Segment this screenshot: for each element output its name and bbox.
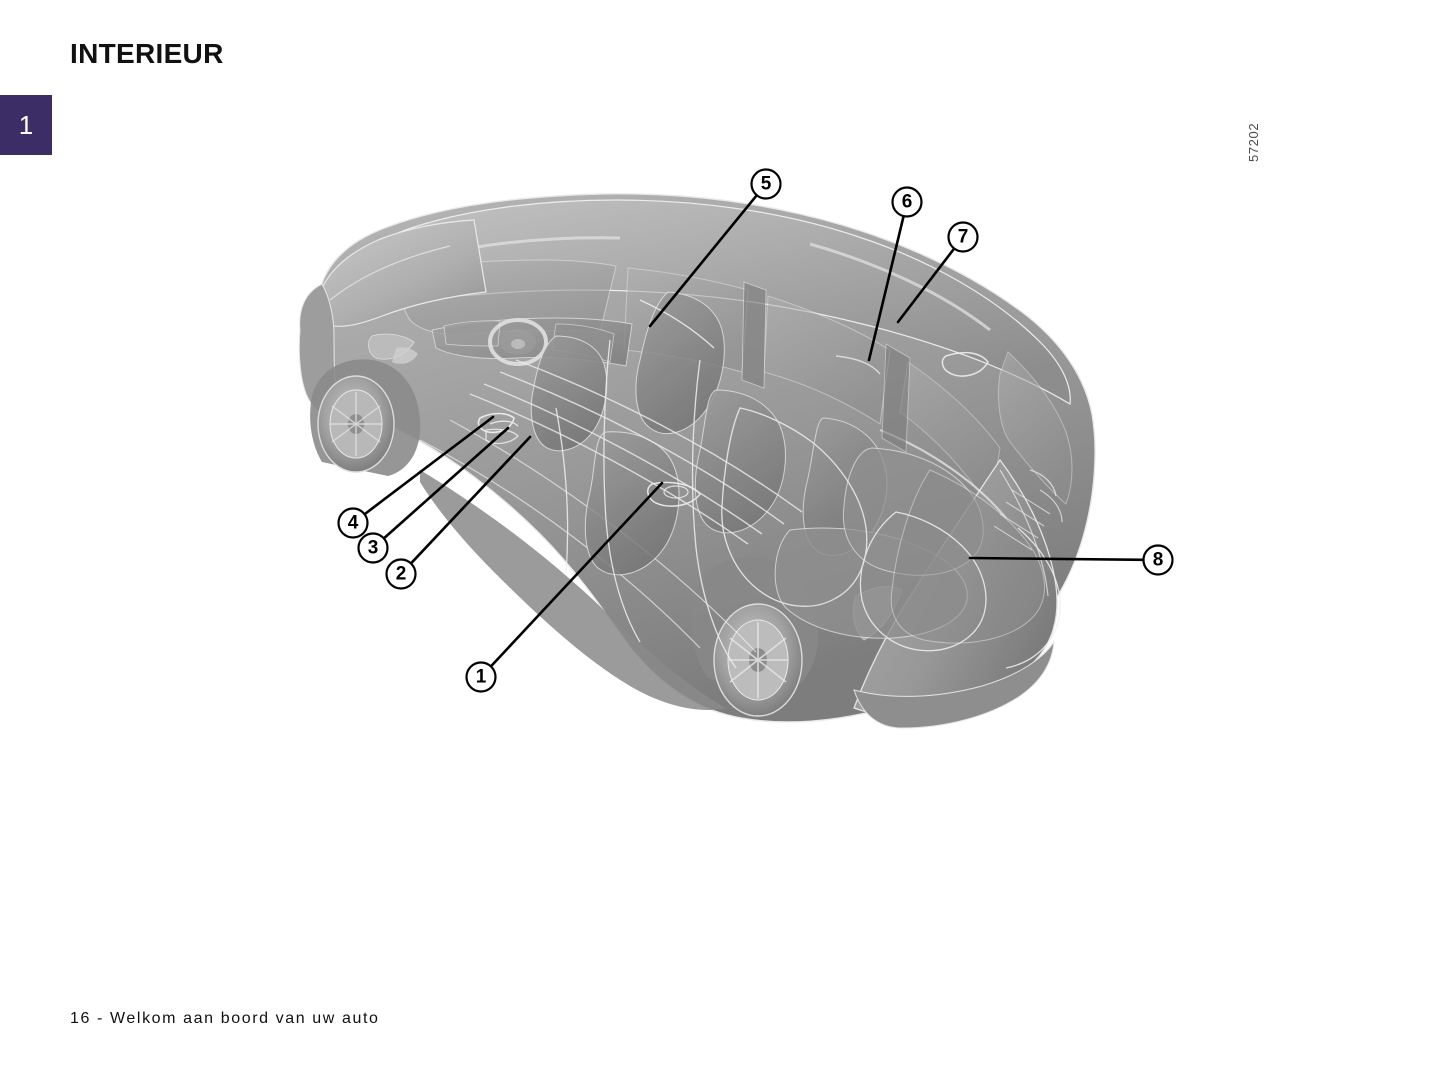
instrument-cluster (443, 320, 501, 347)
steering-wheel-inner (500, 329, 536, 355)
rear-seat-middle (694, 389, 786, 534)
boot-latch (1029, 469, 1057, 497)
bonnet (315, 219, 487, 327)
floor-hook-rear (647, 481, 701, 507)
floor-rails (469, 359, 803, 545)
storage-detail-1 (835, 355, 881, 375)
side-glass-rear (763, 295, 891, 425)
ghost-outlines (555, 299, 1061, 669)
front-wheel-arch (310, 359, 421, 476)
centre-console (551, 323, 615, 363)
dashboard (431, 317, 633, 367)
storage-detail-2 (1039, 489, 1063, 523)
front-wheel-rim (329, 389, 383, 459)
callout-marker-4: 4 (337, 507, 369, 539)
side-glass-front (623, 267, 749, 373)
callout-marker-2: 2 (385, 558, 417, 590)
side-glass-quarter (899, 361, 1001, 510)
steering-wheel-hub (511, 339, 525, 349)
callout-marker-8: 8 (1142, 544, 1174, 576)
callout-marker-1: 1 (465, 661, 497, 693)
leader-line-5 (648, 193, 759, 328)
figure-reference: 57202 (1232, 100, 1261, 170)
front-wheel-spokes (330, 392, 382, 456)
leader-line-3 (382, 426, 510, 540)
front-wheel (317, 375, 395, 473)
parcel-shelf (879, 429, 1007, 519)
chapter-tab: 1 (0, 95, 52, 155)
rear-wheel (713, 603, 803, 717)
callout-marker-5: 5 (750, 168, 782, 200)
roof-rail-left (409, 236, 621, 264)
front-lamp (368, 333, 415, 360)
windscreen (401, 259, 617, 335)
front-bumper (298, 283, 341, 417)
front-seat-driver (530, 335, 608, 452)
tailgate-handle (941, 351, 989, 377)
callout-marker-6: 6 (891, 186, 923, 218)
front-lamp-inner (392, 347, 418, 364)
rear-seat-left (584, 431, 680, 576)
rear-wheel-rim (727, 619, 789, 701)
floor-hook-rear-inner (663, 485, 689, 499)
b-pillar (741, 281, 767, 389)
svg-text:3: 3 (368, 538, 379, 559)
body-highlights (329, 245, 1049, 653)
steering-wheel (488, 318, 548, 366)
rear-wheel-arch (690, 556, 819, 696)
callout-leaders (363, 193, 1145, 668)
leader-line-7 (896, 247, 956, 324)
tailgate (853, 458, 1058, 715)
interior-cutaway-group (431, 281, 1063, 669)
svg-text:6: 6 (902, 192, 913, 213)
sill-panel (420, 470, 726, 710)
rear-wheel-hub (749, 648, 767, 672)
leader-line-4 (363, 415, 495, 516)
svg-text:1: 1 (476, 667, 487, 688)
svg-text:4: 4 (348, 513, 359, 534)
third-row-bench (774, 527, 968, 639)
page-title: INTERIEUR (70, 38, 224, 69)
third-row-backrest (842, 447, 984, 576)
leader-line-8 (968, 556, 1145, 562)
floor-hook-front (485, 428, 519, 445)
page-footer: 16 - Welkom aan boord van uw auto (70, 1010, 380, 1027)
rear-wheel-spokes (728, 622, 788, 698)
boot-grille (993, 489, 1051, 551)
figure-reference-text: 57202 (1246, 122, 1261, 162)
car-body-group (298, 193, 1096, 729)
callout-markers: 1 2 3 4 (337, 168, 1174, 693)
pedals (477, 412, 515, 434)
chapter-tab-number: 1 (18, 110, 34, 140)
svg-text:5: 5 (761, 174, 772, 195)
luggage-compartment (890, 469, 1045, 644)
car-body-outer (316, 193, 1096, 723)
leader-line-1 (489, 481, 664, 668)
svg-text:8: 8 (1153, 550, 1164, 571)
rear-lamp-left (852, 586, 903, 641)
rear-bumper (853, 641, 1055, 729)
front-wheel-hub (348, 414, 364, 434)
leader-line-2 (409, 435, 532, 565)
svg-text:2: 2 (396, 564, 407, 585)
rear-seat-right (802, 417, 888, 556)
front-seat-passenger (635, 291, 725, 435)
svg-text:7: 7 (958, 227, 969, 248)
pedal-detail (489, 420, 519, 427)
car-roof (347, 199, 1071, 405)
roof-rail-right (809, 242, 991, 332)
callout-marker-7: 7 (947, 221, 979, 253)
rear-window (997, 351, 1073, 505)
callout-marker-3: 3 (357, 532, 389, 564)
c-pillar (881, 343, 911, 453)
leader-line-6 (867, 214, 905, 362)
